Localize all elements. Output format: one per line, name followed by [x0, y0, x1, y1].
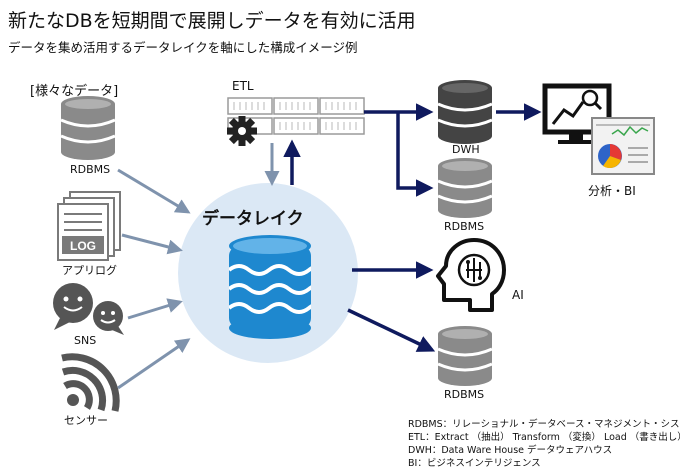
chat-bubbles-icon — [53, 283, 124, 335]
etl-server-rack-icon — [227, 97, 365, 135]
rdbms-database-icon-bottom — [437, 326, 493, 386]
legend-dwh: DWH：Data Ware House データウェアハウス — [408, 445, 613, 456]
log-badge-text: LOG — [70, 239, 96, 253]
etl-rack-slots — [233, 102, 357, 130]
source-arrows — [117, 143, 280, 390]
ai-brain-head-icon — [436, 238, 506, 312]
bi-report-icon — [591, 117, 655, 175]
source-label-sensor: センサー — [64, 414, 108, 427]
etl-label: ETL — [232, 79, 254, 93]
arrow-rdbms-to-lake — [117, 168, 191, 214]
data-lake-label: データレイク — [202, 209, 304, 229]
legend-etl: ETL：Extract （抽出） Transform （変換） Load （書き… — [408, 432, 680, 443]
dwh-label: DWH — [452, 143, 480, 156]
analytics-bi-label: 分析・BI — [588, 184, 636, 198]
source-label-app-log: アプリログ — [62, 264, 117, 277]
legend-bi: BI：ビジネスインテリジェンス — [408, 458, 541, 469]
arrow-lake-to-rdbms-bottom — [347, 308, 436, 352]
sources-heading: [様々なデータ] — [30, 84, 119, 99]
rdbms-bottom-label: RDBMS — [444, 388, 485, 401]
ai-label: AI — [512, 288, 524, 302]
arrow-sensor-to-lake — [117, 338, 191, 390]
output-arrows — [283, 103, 542, 352]
dwh-database-icon — [437, 80, 493, 144]
sensor-signal-icon — [61, 353, 120, 412]
source-label-rdbms: RDBMS — [70, 163, 111, 176]
rdbms-database-icon-top — [437, 158, 493, 218]
source-database-icon — [60, 96, 116, 160]
data-lake-water-icon — [229, 235, 311, 339]
page-title: 新たなDBを短期間で展開しデータを有効に活用 — [8, 10, 416, 32]
arrow-etl-to-rdbms — [396, 112, 434, 197]
gear-icon — [227, 116, 257, 146]
arrow-sns-to-lake — [127, 298, 183, 320]
legend-rdbms: RDBMS：リレーショナル・データベース・マネジメント・システム — [408, 419, 680, 430]
arrow-log-to-lake — [121, 233, 183, 255]
source-label-sns: SNS — [74, 334, 97, 347]
log-document-icon — [57, 191, 121, 261]
page-subtitle: データを集め活用するデータレイクを軸にした構成イメージ例 — [8, 40, 358, 55]
rdbms-top-label: RDBMS — [444, 220, 485, 233]
